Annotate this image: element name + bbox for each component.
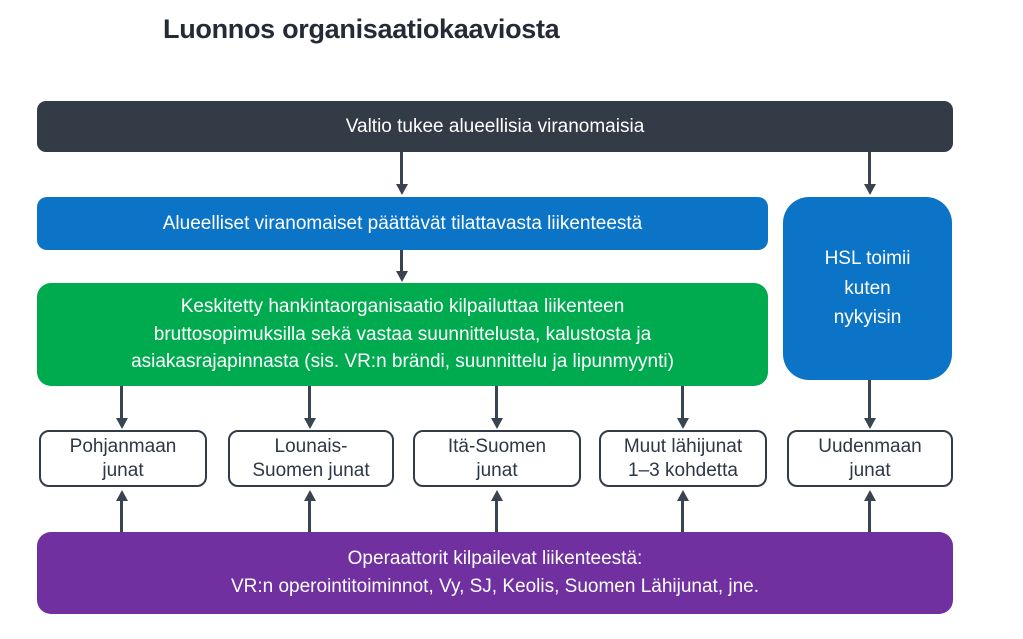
arrow-operators-to-itasuomi [490, 490, 503, 532]
arrow-hankinta-to-muut [676, 386, 689, 429]
node-uudenmaan-junat-label: Uudenmaan junat [818, 435, 922, 481]
node-ita-suomen-junat: Itä-Suomen junat [413, 430, 581, 487]
arrow-hsl-to-uudenmaan [863, 380, 876, 429]
node-hankinta-label: Keskitetty hankintaorganisaatio kilpailu… [131, 296, 674, 373]
node-uudenmaan-junat: Uudenmaan junat [787, 430, 953, 487]
node-lounais-suomen-junat-label: Lounais- Suomen junat [252, 435, 370, 481]
arrow-valtio-to-hsl [863, 152, 876, 195]
node-lounais-suomen-junat: Lounais- Suomen junat [228, 430, 394, 487]
arrow-operators-to-uudenmaan [863, 490, 876, 532]
node-operators: Operaattorit kilpailevat liikenteestä: V… [37, 532, 953, 614]
node-muut-lahijunat-label: Muut lähijunat 1–3 kohdetta [623, 435, 743, 481]
node-operators-label: Operaattorit kilpailevat liikenteestä: V… [230, 547, 760, 598]
arrow-operators-to-pohjanmaan [115, 490, 128, 532]
arrow-hankinta-to-pohjanmaan [115, 386, 128, 429]
page-title: Luonnos organisaatiokaaviosta [163, 14, 560, 44]
node-valtio: Valtio tukee alueellisia viranomaisia [37, 101, 953, 152]
node-valtio-label: Valtio tukee alueellisia viranomaisia [345, 115, 645, 137]
node-alueelliset-label: Alueelliset viranomaiset päättävät tilat… [162, 212, 643, 234]
node-hsl-label: HSL toimii kuten nykyisin [824, 248, 911, 329]
node-hankinta: Keskitetty hankintaorganisaatio kilpailu… [37, 283, 768, 386]
node-alueelliset: Alueelliset viranomaiset päättävät tilat… [37, 197, 768, 250]
arrow-valtio-to-alueelliset [395, 152, 408, 195]
node-hsl: HSL toimii kuten nykyisin [783, 197, 952, 380]
arrow-hankinta-to-itasuomi [490, 386, 503, 429]
arrow-operators-to-muut [676, 490, 689, 532]
node-muut-lahijunat: Muut lähijunat 1–3 kohdetta [599, 430, 767, 487]
arrow-operators-to-lounais [303, 490, 316, 532]
arrow-alueelliset-to-hankinta [395, 250, 408, 282]
node-ita-suomen-junat-label: Itä-Suomen junat [447, 435, 547, 481]
node-pohjanmaan-junat: Pohjanmaan junat [39, 430, 207, 487]
arrow-hankinta-to-lounais [303, 386, 316, 429]
node-pohjanmaan-junat-label: Pohjanmaan junat [69, 435, 177, 481]
